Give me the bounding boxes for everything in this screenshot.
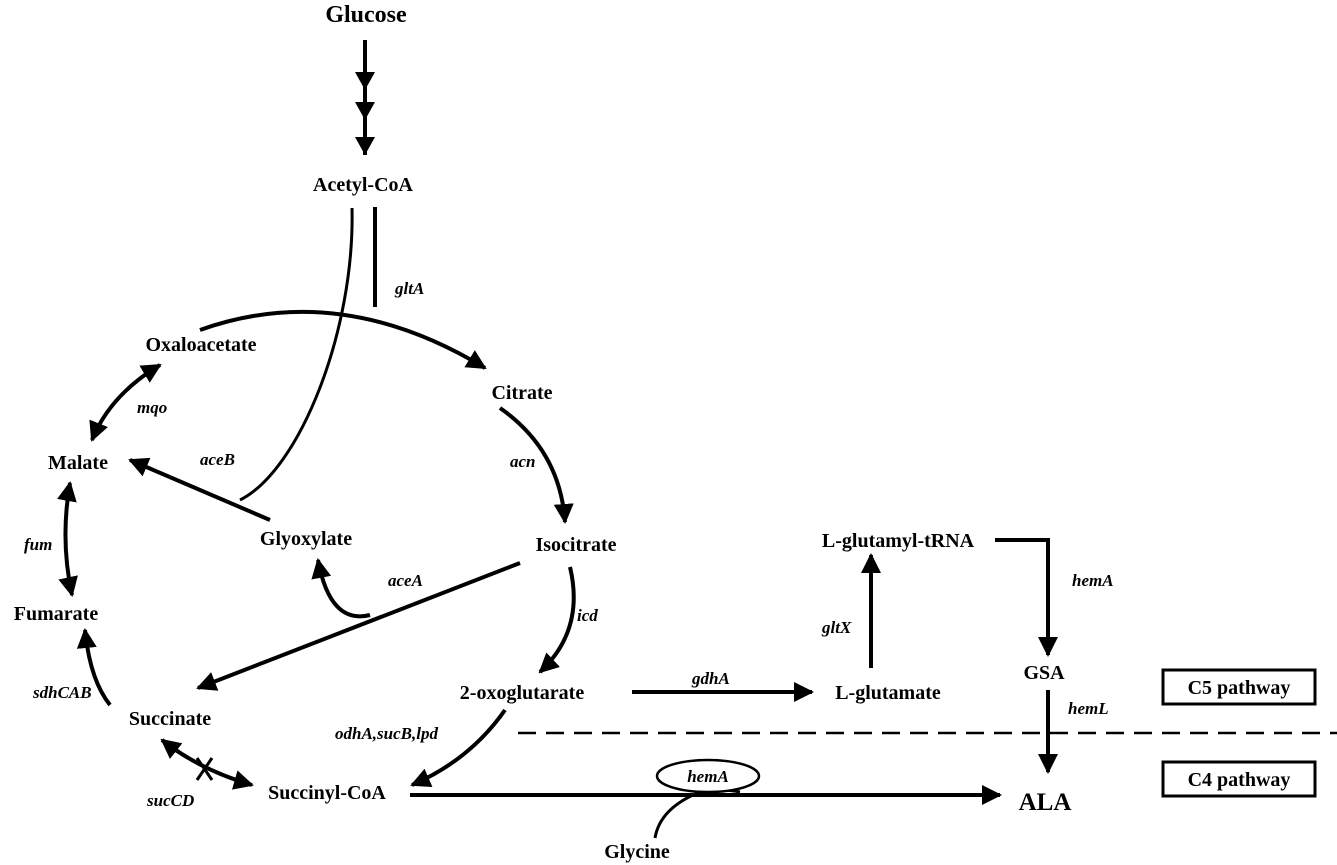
gene-gltX-label: gltX — [821, 618, 852, 637]
gene-acn-label: acn — [510, 452, 536, 471]
ala-label: ALA — [1019, 789, 1072, 816]
gene-sdhCAB-label: sdhCAB — [32, 683, 92, 702]
gene-gltA-label: gltA — [394, 279, 424, 298]
glutamyl-trna-to-gsa-arrow — [995, 538, 1058, 657]
l-glutamyl-trna-label: L-glutamyl-tRNA — [822, 530, 975, 552]
isocitrate-to-succinate-arrow — [196, 561, 521, 691]
glyoxylate-to-malate-arrow — [128, 457, 271, 522]
gene-hemA-c5-label: hemA — [1072, 571, 1114, 590]
gene-mqo-label: mqo — [137, 398, 167, 417]
gene-odhA-sucB-lpd-label: odhA,sucB,lpd — [335, 724, 438, 743]
oxoglutarate-to-succinyl-coa-arrow — [410, 708, 507, 788]
gene-fum-label: fum — [24, 535, 52, 554]
gene-aceA-label: aceA — [388, 571, 423, 590]
gene-hemL-label: hemL — [1068, 699, 1109, 718]
c5-pathway-label: C5 pathway — [1188, 677, 1291, 699]
glyoxylate-label: Glyoxylate — [260, 528, 352, 550]
hemA-enzyme-ellipse — [655, 758, 761, 794]
glucose-label: Glucose — [325, 2, 407, 28]
gene-aceB-label: aceB — [200, 450, 235, 469]
gene-icd-label: icd — [577, 606, 598, 625]
l-glutamate-label: L-glutamate — [835, 682, 941, 704]
c4-pathway-label: C4 pathway — [1188, 769, 1291, 791]
fumarate-label: Fumarate — [14, 603, 99, 625]
isocitrate-to-oxoglutarate-arrow — [538, 566, 576, 674]
citrate-label: Citrate — [491, 382, 552, 404]
oxaloacetate-label: Oxaloacetate — [145, 334, 256, 356]
succinyl-coa-label: Succinyl-CoA — [268, 782, 386, 804]
malate-fumarate-arrow — [57, 481, 78, 597]
c4-pathway-box — [1161, 760, 1317, 798]
oxaloacetate-malate-arrow — [89, 363, 162, 442]
gene-sucCD-label: sucCD — [146, 791, 194, 810]
succinate-to-fumarate-arrow — [76, 628, 112, 707]
aceA-to-glyoxylate-arrow — [311, 558, 371, 619]
succinate-label: Succinate — [129, 708, 211, 730]
succinate-succinyl-coa-arrow — [160, 738, 254, 790]
oxoglutarate-label: 2-oxoglutarate — [460, 682, 585, 704]
acetyl-coa-label: Acetyl-CoA — [313, 174, 414, 196]
gene-gdhA-label: gdhA — [691, 669, 730, 688]
gsa-label: GSA — [1023, 662, 1065, 684]
c5-pathway-box — [1161, 668, 1317, 706]
citrate-to-isocitrate-arrow — [498, 406, 574, 524]
glucose-to-acetyl-coa-arrow — [355, 40, 375, 155]
gene-hemA-c4-label: hemA — [687, 767, 729, 786]
malate-label: Malate — [48, 452, 108, 474]
isocitrate-label: Isocitrate — [535, 534, 616, 556]
glycine-label: Glycine — [604, 841, 670, 863]
glycine-join-curve — [653, 788, 741, 839]
acetyl-coa-to-aceB-curve — [239, 207, 354, 502]
